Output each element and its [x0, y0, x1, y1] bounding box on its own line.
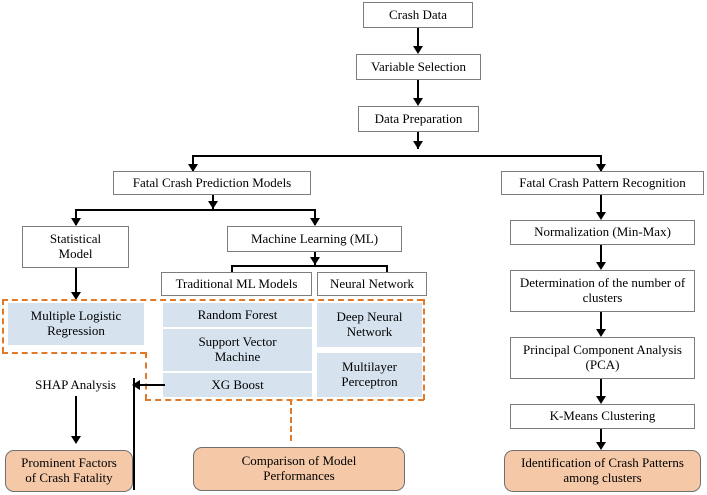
- node-statistical-model: Statistical Model: [22, 226, 129, 268]
- group-outline-drop-to-comparison: [290, 399, 292, 441]
- connector-to-statistical-model: [75, 209, 77, 225]
- group-outline-bottom: [145, 399, 424, 401]
- group-outline-step-vertical: [145, 352, 147, 400]
- arrowhead-pattern-to-normalization: [596, 212, 606, 220]
- arrowhead-normalization-to-determination: [596, 262, 606, 270]
- node-xg-boost: XG Boost: [163, 373, 312, 397]
- connector-normalization-to-determination: [600, 245, 602, 268]
- node-data-preparation: Data Preparation: [358, 106, 479, 132]
- node-machine-learning: Machine Learning (ML): [227, 226, 402, 252]
- node-variable-selection: Variable Selection: [356, 54, 481, 80]
- node-prominent-factors: Prominent Factors of Crash Fatality: [5, 450, 133, 492]
- group-outline-right: [423, 299, 425, 400]
- arrowhead-to-machine-learning: [310, 218, 320, 226]
- arrowhead-xgboost-to-shap: [132, 380, 140, 390]
- group-outline-step-horizontal: [2, 352, 146, 354]
- node-neural-network: Neural Network: [317, 272, 427, 296]
- arrowhead-fork-right: [596, 164, 606, 172]
- connector-shap-trunk-vertical: [133, 378, 135, 490]
- arrowhead-pca-to-kmeans: [596, 396, 606, 404]
- node-comparison-of-model-performances: Comparison of Model Performances: [193, 447, 405, 491]
- node-multiple-logistic-regression: Multiple Logistic Regression: [8, 303, 144, 345]
- node-kmeans-clustering: K-Means Clustering: [510, 404, 695, 429]
- node-identification-of-crash-patterns: Identification of Crash Patterns among c…: [504, 450, 701, 492]
- group-outline-left: [2, 299, 4, 353]
- connector-shap-to-prominent: [75, 396, 77, 442]
- connector-fork-horizontal: [192, 155, 602, 157]
- arrowhead-statistical-to-logistic: [71, 292, 81, 300]
- group-outline-top-left: [2, 299, 423, 301]
- node-fatal-crash-prediction-models: Fatal Crash Prediction Models: [113, 171, 311, 195]
- arrowhead-crash-to-variable: [413, 46, 423, 54]
- arrowhead-preparation-fork: [413, 141, 423, 149]
- arrowhead-ml-fork: [310, 257, 320, 265]
- connector-pattern-to-normalization: [600, 195, 602, 218]
- node-normalization: Normalization (Min-Max): [510, 220, 695, 245]
- connector-xgboost-to-shap: [140, 384, 165, 386]
- arrowhead-shap-to-prominent: [71, 436, 81, 444]
- connector-prediction-split: [75, 209, 315, 211]
- node-crash-data: Crash Data: [363, 2, 473, 28]
- connector-preparation-down: [417, 132, 419, 149]
- arrowhead-kmeans-to-identification: [596, 442, 606, 450]
- connector-determination-to-pca: [600, 312, 602, 335]
- arrowhead-to-statistical-model: [71, 218, 81, 226]
- node-fatal-crash-pattern-recognition: Fatal Crash Pattern Recognition: [501, 171, 704, 195]
- connector-kmeans-to-identification: [600, 429, 602, 448]
- connector-fork-left-drop: [192, 155, 194, 171]
- arrowhead-determination-to-pca: [596, 329, 606, 337]
- connector-ml-split: [231, 265, 388, 267]
- node-random-forest: Random Forest: [163, 303, 312, 327]
- node-traditional-ml-models: Traditional ML Models: [161, 272, 312, 296]
- node-multilayer-perceptron: Multilayer Perceptron: [317, 353, 422, 397]
- connector-to-machine-learning: [314, 209, 316, 225]
- arrowhead-prediction-fork: [208, 201, 218, 209]
- node-deep-neural-network: Deep Neural Network: [317, 303, 422, 347]
- connector-variable-to-preparation: [417, 80, 419, 104]
- connector-pca-to-kmeans: [600, 379, 602, 402]
- node-determination-of-clusters: Determination of the number of clusters: [510, 270, 695, 312]
- connector-fork-right-drop: [600, 155, 602, 171]
- connector-crash-to-variable: [417, 28, 419, 52]
- arrowhead-variable-to-preparation: [413, 98, 423, 106]
- node-principal-component-analysis: Principal Component Analysis (PCA): [510, 337, 695, 379]
- arrowhead-fork-left: [188, 164, 198, 172]
- label-shap-analysis: SHAP Analysis: [35, 377, 116, 392]
- node-support-vector-machine: Support Vector Machine: [163, 329, 312, 371]
- connector-statistical-to-logistic: [75, 268, 77, 298]
